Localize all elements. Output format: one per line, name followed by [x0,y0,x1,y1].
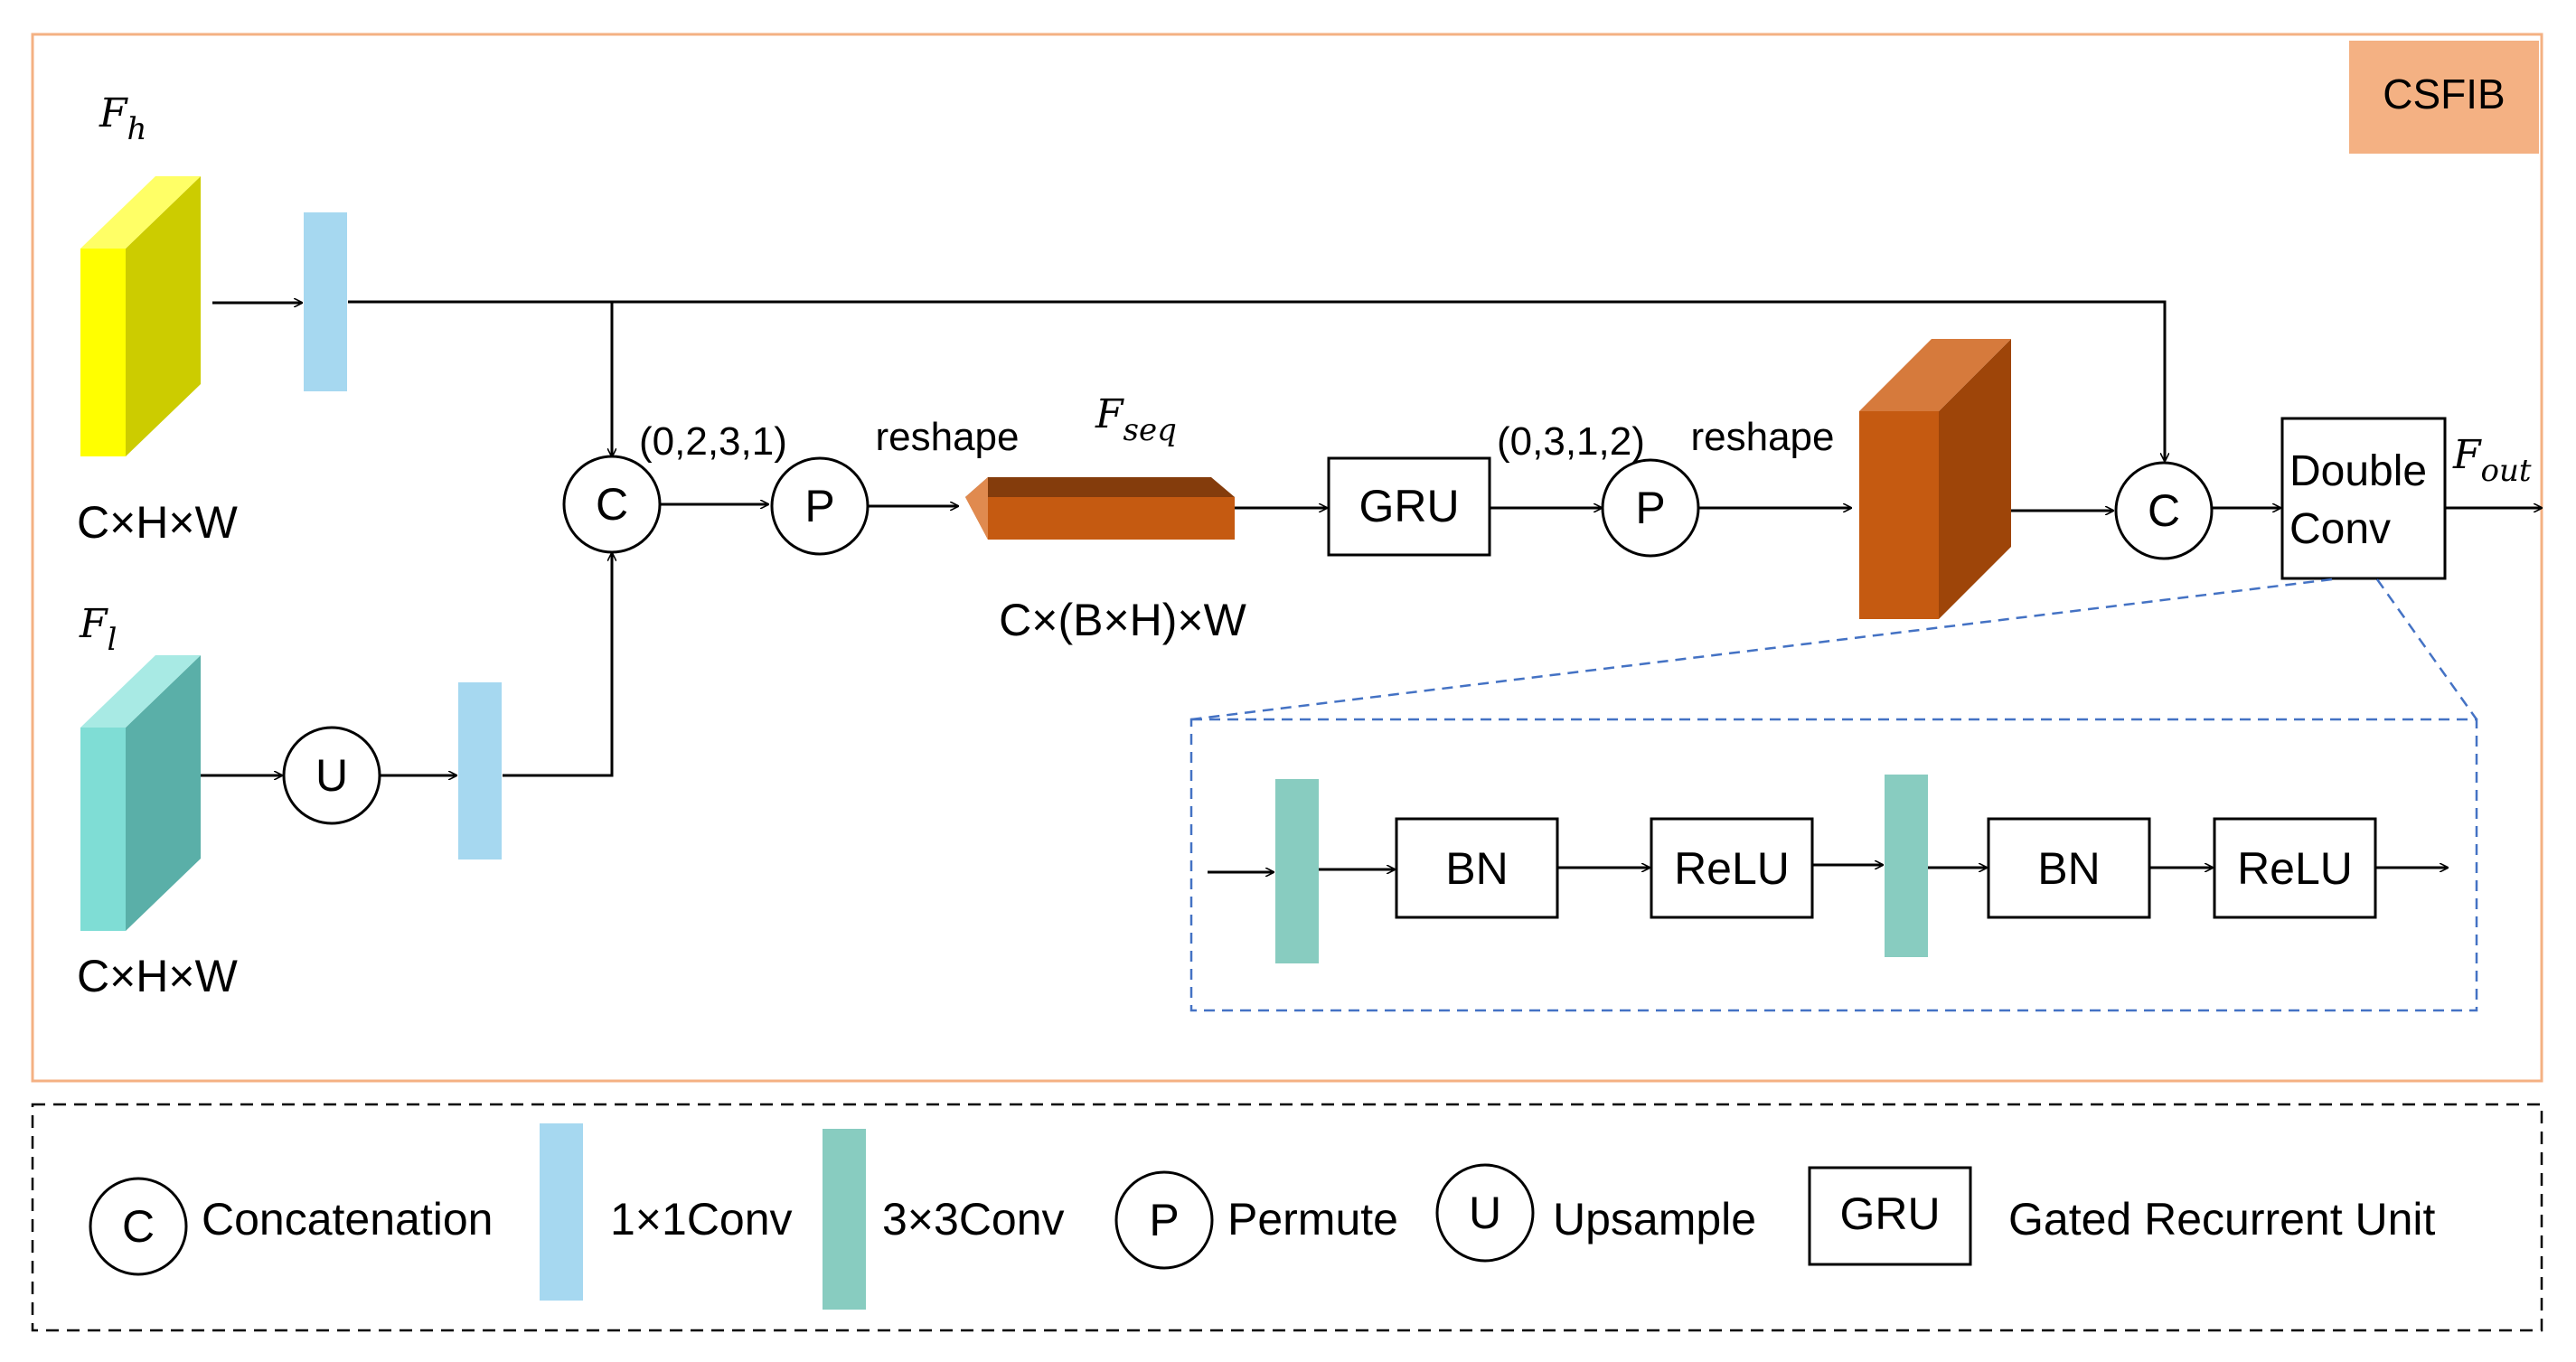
detail-bn-1 [1395,817,1559,919]
fout-label: Fout [2452,432,2532,489]
legend-upsample-icon [1435,1163,1535,1263]
detail-relu-1 [1650,817,1814,919]
permute-order-1: (0,2,3,1) [639,419,787,464]
fh-dims: C×H×W [77,497,239,548]
legend-permute-icon [1114,1170,1214,1270]
zoom-line-right [2375,578,2478,720]
legend-conv3x3-swatch [823,1129,866,1310]
double-conv-block [2280,417,2447,580]
legend-concat-symbol: C [122,1201,155,1252]
double-conv-line1: Double [2289,447,2427,495]
permute-order-2: (0,3,1,2) [1497,419,1645,464]
module-frame [31,33,2543,1083]
fl-tensor [80,655,201,931]
legend-gru-text: Gated Recurrent Unit [2008,1194,2436,1245]
legend-frame [31,1103,2543,1332]
detail-conv3x3-1 [1275,779,1319,963]
arrow-up-to-concat [503,553,612,777]
legend-concat-text: Concatenation [202,1194,493,1245]
legend-permute-text: Permute [1227,1194,1398,1245]
concat-node-2-label: C [2148,485,2180,536]
legend-conv3x3-text: 3×3Conv [882,1194,1065,1245]
legend-gru-symbol: GRU [1839,1188,1940,1239]
detail-bn-2 [1987,817,2151,919]
permute-node-1-label: P [804,481,834,531]
skip-line-top [348,300,2165,461]
concat-node-2 [2114,461,2214,560]
upsample-node-label: U [315,750,348,801]
detail-bn-2-label: BN [2037,843,2100,894]
double-conv-line2: Conv [2289,505,2391,553]
conv1x1-bottom [458,682,502,859]
reshape-label-2: reshape [1690,415,1834,459]
legend-conv1x1-text: 1×1Conv [610,1194,793,1245]
fl-dims: C×H×W [77,951,239,1001]
module-badge [2349,41,2539,154]
detail-relu-2-label: ReLU [2237,843,2353,894]
gru-block-label: GRU [1359,481,1459,531]
fseq-tensor [965,477,1235,540]
detail-conv3x3-2 [1885,775,1928,957]
fh-tensor [80,176,201,456]
legend-upsample-symbol: U [1469,1188,1501,1238]
permute-node-2-label: P [1635,483,1665,533]
reshaped-tensor [1859,339,2011,619]
detail-bn-1-label: BN [1445,843,1508,894]
legend-upsample-text: Upsample [1553,1194,1756,1245]
fseq-dims: C×(B×H)×W [999,595,1246,645]
reshape-label-1: reshape [875,415,1019,459]
conv1x1-top [304,212,347,391]
fl-label: Fl [79,601,117,658]
legend-conv1x1-swatch [540,1123,583,1301]
legend-concat-icon [89,1177,188,1276]
fseq-label: Fseq [1095,391,1177,448]
detail-relu-1-label: ReLU [1674,843,1790,894]
concat-node-1-label: C [596,479,628,530]
module-badge-label: CSFIB [2383,70,2505,117]
fh-label: Fh [99,90,146,147]
legend-permute-symbol: P [1149,1195,1179,1245]
double-conv-detail-frame [1189,718,2478,1012]
zoom-line-left [1190,578,2333,721]
legend-gru-icon [1808,1166,1972,1266]
